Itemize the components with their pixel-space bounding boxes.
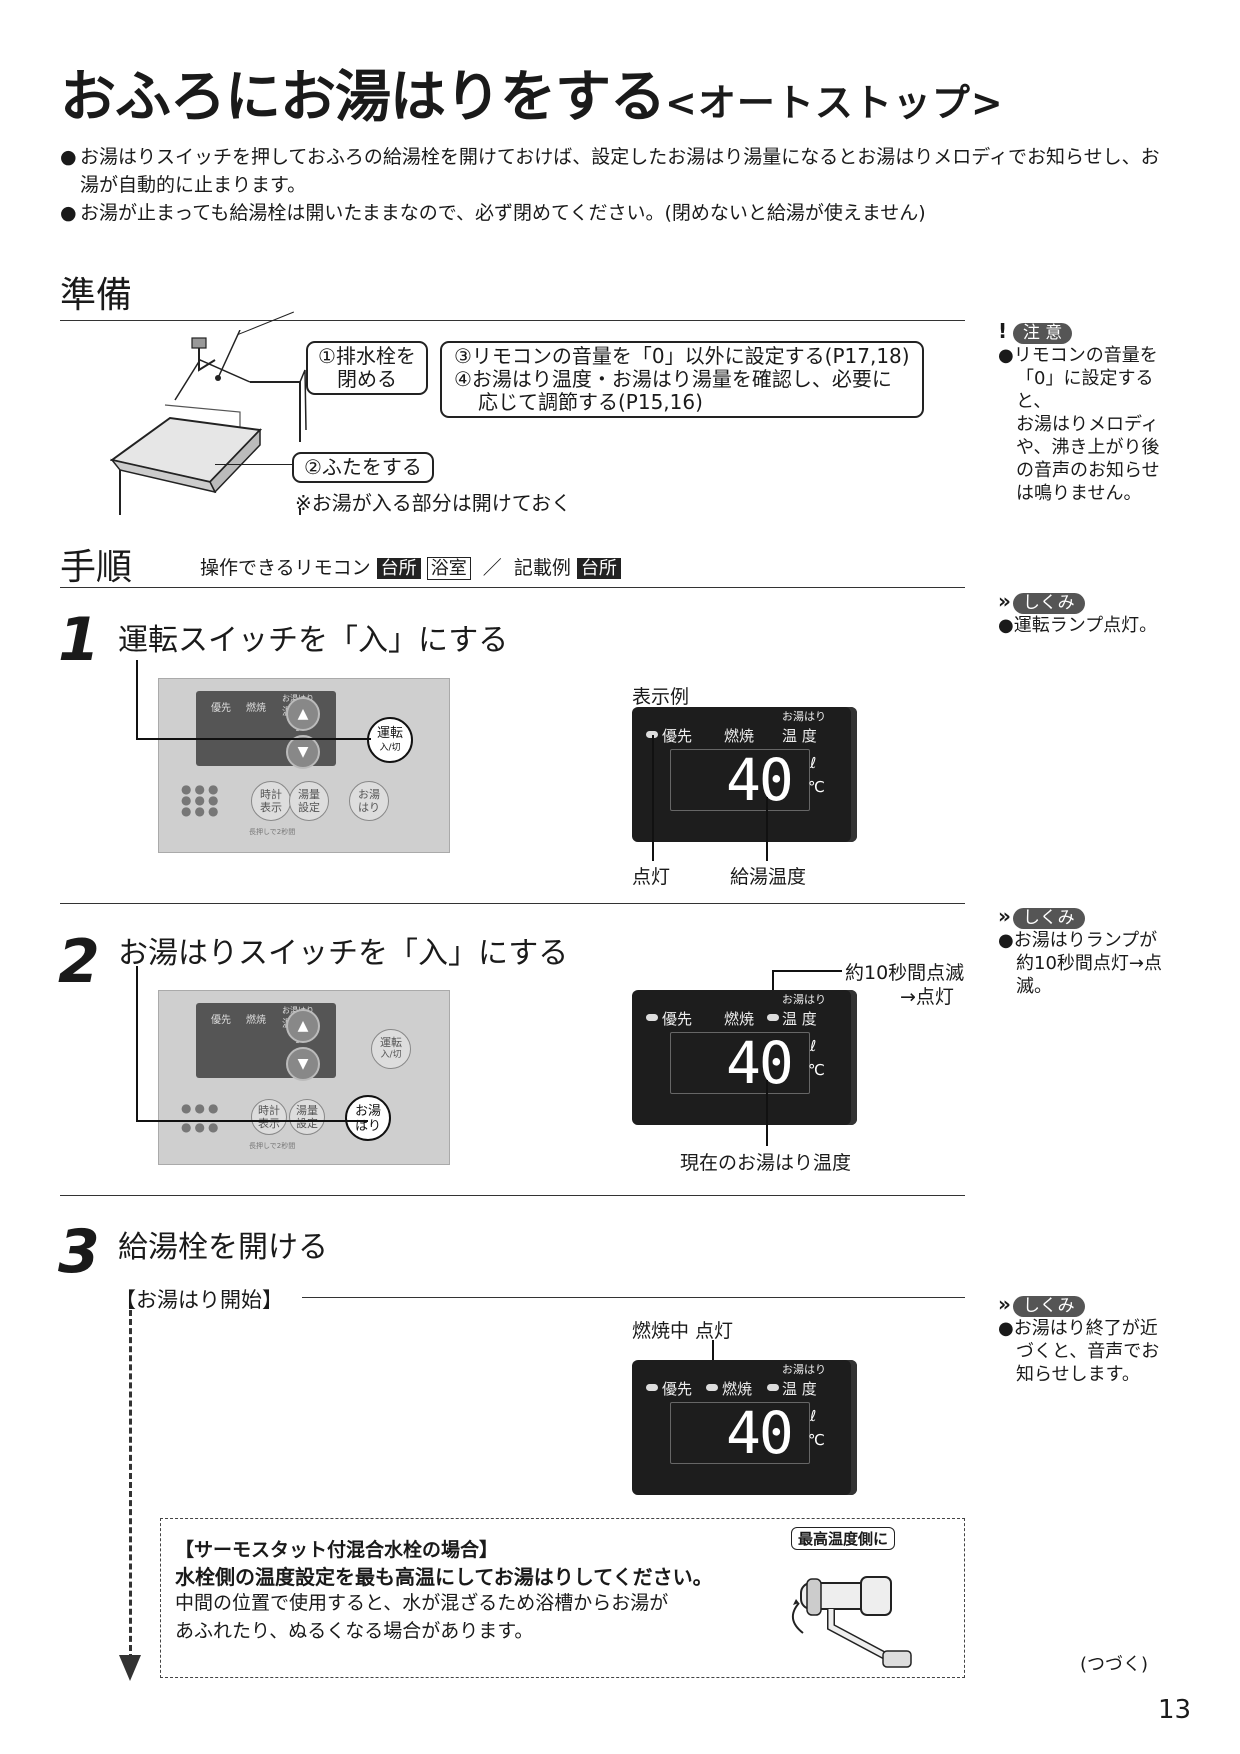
fill-start-label: 【お湯はり開始】	[115, 1288, 283, 1312]
page-title: おふろにお湯はりをする<オートストップ>	[60, 65, 1004, 130]
up-button[interactable]: ▲	[286, 697, 320, 731]
callout3-leader	[215, 464, 292, 465]
chevron-right-icon: »	[998, 1292, 1011, 1316]
step1-leader-v	[136, 660, 138, 739]
step2-leader-h	[136, 1120, 368, 1122]
speaker-dots: ●●●●●●	[181, 1101, 222, 1134]
prep-heading: 準備	[60, 275, 133, 316]
step2-leader-v2	[136, 1052, 138, 1122]
bath-fill-led	[767, 1014, 779, 1021]
step-rule-2	[60, 1195, 965, 1196]
caution-header: ! 注 意	[998, 320, 1178, 344]
remote-panel-1: 優先 燃焼 お湯はり 温 度 ℓ ℃ ▲ ▼ 運転入/切 ●●●●●●●●● 時…	[158, 678, 450, 853]
chevron-right-icon: »	[998, 904, 1011, 928]
clock-display-button[interactable]: 時計表示	[251, 1099, 287, 1135]
display-temperature: 40	[726, 746, 794, 814]
thermostat-text: 中間の位置で使用すると、水が混ざるため浴槽からお湯が あふれたり、ぬるくなる場合…	[175, 1592, 669, 1642]
label-blink-10s: 約10秒間点滅	[845, 962, 965, 984]
thermostat-title: 【サーモスタット付混合水栓の場合】	[175, 1539, 499, 1561]
tag-example: 台所	[576, 558, 621, 579]
thermostat-note-box: 【サーモスタット付混合水栓の場合】 水栓側の温度設定を最も高温にしてお湯はりして…	[160, 1518, 965, 1678]
power-button[interactable]: 運転入/切	[367, 717, 413, 763]
tag-bath: 浴室	[426, 557, 471, 580]
display-caption-3: 燃焼中 点灯	[632, 1320, 734, 1342]
blink-leader-h	[772, 970, 842, 972]
volume-setting-button[interactable]: 湯量設定	[289, 1099, 325, 1135]
bathtub-illustration	[110, 330, 307, 515]
step1-leader-h	[136, 738, 371, 740]
priority-led	[646, 1014, 658, 1021]
display-caption-1: 表示例	[632, 686, 690, 708]
label-current-bath-temp: 現在のお湯はり温度	[680, 1152, 852, 1174]
bath-fill-button[interactable]: お湯はり	[349, 781, 389, 821]
bath-fill-led	[767, 1384, 779, 1391]
step-number-3: 3	[58, 1217, 100, 1287]
burn-led	[706, 1384, 718, 1391]
chevron-right-icon: »	[998, 589, 1011, 613]
down-button[interactable]: ▼	[286, 1047, 320, 1081]
clock-display-button[interactable]: 時計表示	[251, 781, 291, 821]
thermostat-bold-text: 水栓側の温度設定を最も高温にしてお湯はりしてください。	[175, 1565, 713, 1589]
burn-leader	[712, 1340, 714, 1372]
display-window	[670, 749, 810, 811]
step-title-2: お湯はりスイッチを「入」にする	[118, 936, 569, 971]
tag-kitchen: 台所	[376, 558, 421, 579]
remote-panel-2: 優先 燃焼 お湯はり 温 度 ℓ ℃ ▲ ▼ 運転入/切 ●●●●●● 時計表示…	[158, 990, 450, 1165]
continued-label: (つづく)	[1080, 1654, 1149, 1675]
display-1: 優先 燃焼 お湯はり 温 度 40 ℓ ℃	[632, 707, 857, 842]
label-then-on: →点灯	[900, 986, 954, 1008]
caution-note: ! 注 意 ●リモコンの音量を 「0」に設定すると、 お湯はりメロディ や、沸き…	[998, 320, 1178, 505]
intro-bullet-2: ●お湯が止まっても給湯栓は開いたままなので、必ず閉めてください。(閉めないと給湯…	[60, 202, 926, 224]
step2-leader-v	[136, 966, 138, 1052]
display-temperature: 40	[726, 1029, 794, 1097]
priority-led	[646, 731, 658, 738]
fill-start-rule	[302, 1297, 965, 1298]
callout-settings: ③リモコンの音量を「0」以外に設定する(P17,18) ④お湯はり温度・お湯はり…	[440, 341, 924, 418]
shikumi-note-1: »しくみ ●運転ランプ点灯。	[998, 589, 1158, 637]
step-rule-1	[60, 903, 965, 904]
prep-note: ※お湯が入る部分は開けておく	[295, 491, 572, 515]
down-button[interactable]: ▼	[286, 735, 320, 769]
progress-dashed-line	[129, 1310, 132, 1660]
display-window	[670, 1402, 810, 1464]
power-button[interactable]: 運転入/切	[371, 1029, 411, 1069]
display-temperature: 40	[726, 1399, 794, 1467]
prep-rule	[60, 320, 965, 321]
step-number-2: 2	[58, 927, 100, 997]
shikumi-note-3: »しくみ ●お湯はり終了が近 づくと、音声でお 知らせします。	[998, 1292, 1160, 1386]
faucet-icon	[792, 1576, 912, 1668]
callout-drain: ①排水栓を 閉める	[306, 341, 428, 395]
bath-temp-leader	[766, 1080, 768, 1146]
bath-fill-button[interactable]: お湯はり	[345, 1095, 391, 1141]
shikumi-note-2: »しくみ ●お湯はりランプが 約10秒間点灯→点 滅。	[998, 904, 1162, 998]
label-supply-temp: 給湯温度	[730, 866, 807, 888]
label-lamp-on: 点灯	[632, 866, 671, 888]
page-subtitle: <オートストップ>	[665, 81, 1004, 125]
page-number: 13	[1158, 1695, 1192, 1725]
caution-icon: !	[998, 319, 1008, 343]
step-title-3: 給湯栓を開ける	[118, 1230, 328, 1265]
arrow-down-icon	[119, 1655, 141, 1681]
up-button[interactable]: ▲	[286, 1009, 320, 1043]
speaker-dots: ●●●●●●●●●	[181, 782, 222, 818]
intro-bullet-1: ●お湯はりスイッチを押しておふろの給湯栓を開けておけば、設定したお湯はり湯量にな…	[60, 146, 1160, 196]
step-title-1: 運転スイッチを「入」にする	[118, 623, 509, 658]
priority-led	[646, 1384, 658, 1391]
display-window	[670, 1032, 810, 1094]
procedure-rule	[60, 587, 965, 588]
intro-text: ●お湯はりスイッチを押しておふろの給湯栓を開けておけば、設定したお湯はり湯量にな…	[60, 143, 1170, 227]
callout-lid: ②ふたをする	[292, 452, 434, 483]
volume-setting-button[interactable]: 湯量設定	[289, 781, 329, 821]
temp-leader	[766, 797, 768, 861]
step-number-1: 1	[58, 605, 100, 675]
remote-info: 操作できるリモコン 台所 浴室 ／ 記載例 台所	[200, 553, 621, 580]
blink-leader-v	[772, 970, 774, 1000]
display-2: 優先 燃焼 お湯はり 温 度 40 ℓ ℃	[632, 990, 857, 1125]
faucet-label: 最高温度側に	[791, 1527, 896, 1550]
lamp-leader	[652, 735, 654, 861]
display-3: 優先 燃焼 お湯はり 温 度 40 ℓ ℃	[632, 1360, 857, 1495]
procedure-heading: 手順	[60, 547, 133, 588]
